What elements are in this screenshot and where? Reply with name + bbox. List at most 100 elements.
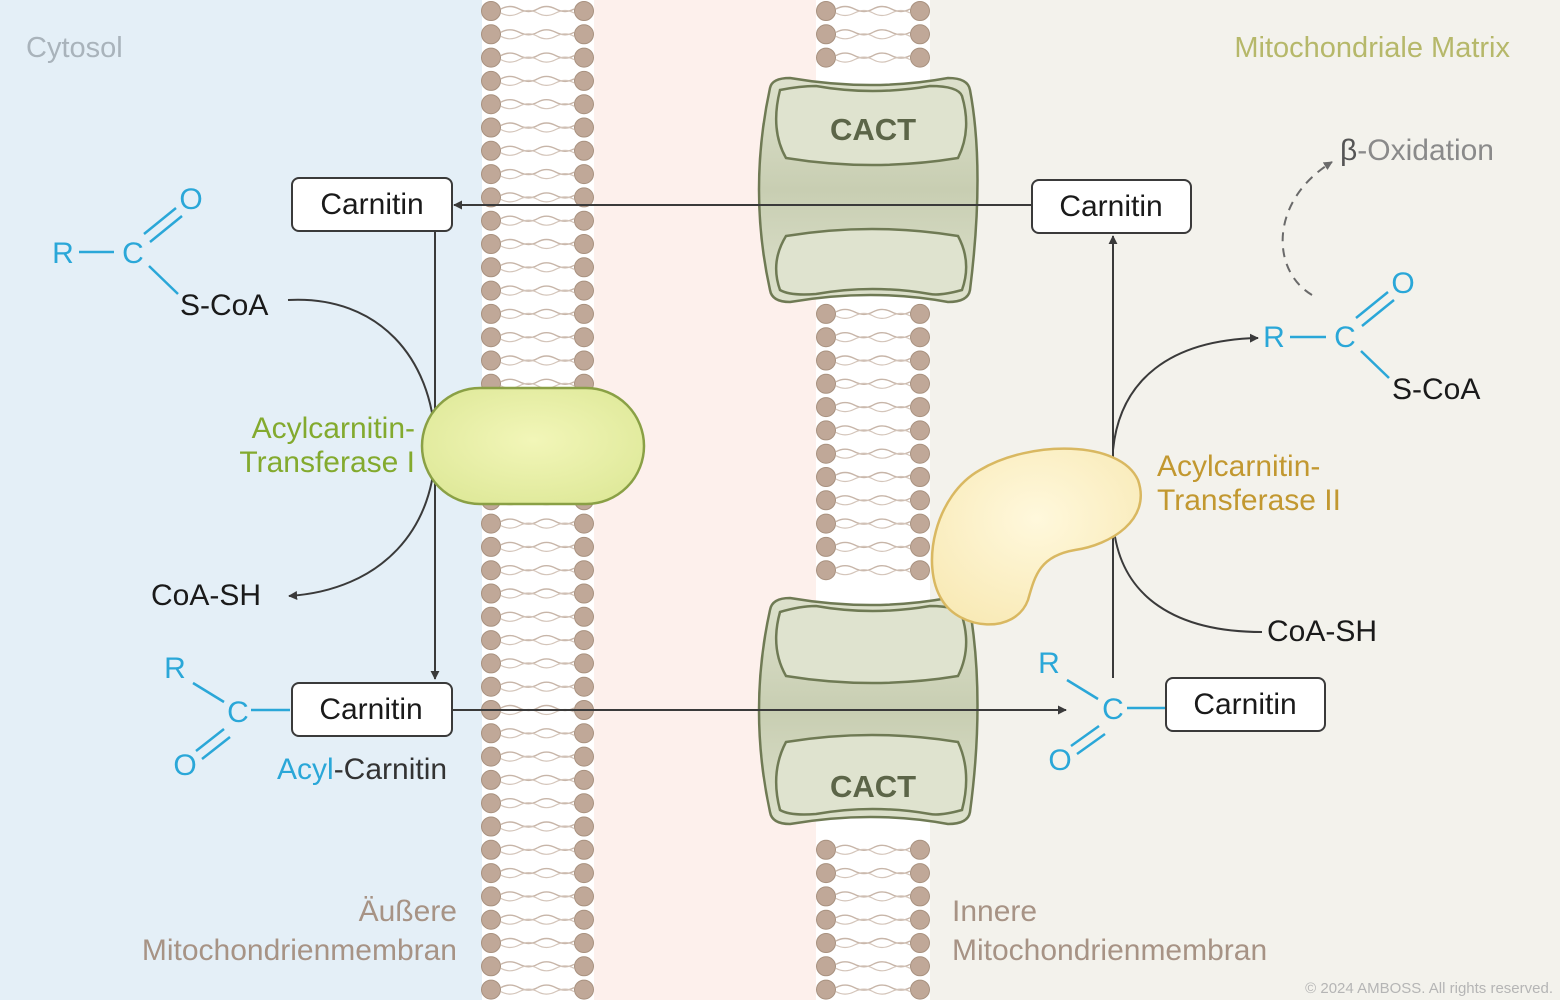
lipid-head bbox=[910, 443, 930, 464]
lipid-head bbox=[481, 956, 501, 977]
cact-transporter-top: CACT bbox=[757, 76, 979, 304]
lipid-head bbox=[574, 793, 594, 814]
coash-cytosol: CoA-SH bbox=[151, 579, 261, 612]
lipid-tail bbox=[500, 755, 538, 762]
lipid-tail bbox=[500, 918, 538, 925]
lipid-head bbox=[910, 933, 930, 953]
lipid-tail bbox=[537, 988, 575, 995]
lipid-head bbox=[910, 886, 930, 907]
lipid-head bbox=[816, 397, 836, 418]
carnitin-box-cytosol-bottom: Carnitin bbox=[291, 682, 453, 737]
lipid-head bbox=[816, 886, 836, 907]
lipid-tail bbox=[835, 33, 874, 40]
lipid-head bbox=[481, 1, 501, 21]
lipid-tail bbox=[500, 56, 538, 63]
carnitin-part: -Carnitin bbox=[334, 753, 447, 786]
lipid-tail bbox=[500, 289, 538, 296]
lipid-head bbox=[481, 746, 501, 767]
lipid-head bbox=[910, 560, 930, 581]
lipid-tail bbox=[537, 778, 575, 785]
lipid-tail bbox=[500, 778, 538, 785]
lipid-head bbox=[816, 443, 836, 464]
cytosol-region bbox=[0, 0, 482, 1000]
lipid-tail bbox=[537, 242, 575, 250]
lipid-head bbox=[574, 24, 594, 45]
lipid-tail bbox=[872, 872, 911, 879]
beta-oxidation-arrow bbox=[1281, 161, 1333, 296]
lipid-tail bbox=[500, 941, 538, 949]
lipid-tail bbox=[500, 569, 538, 576]
lipid-head bbox=[481, 536, 501, 557]
lipid-tail bbox=[872, 965, 911, 972]
lipid-head bbox=[910, 956, 930, 977]
lipid-head bbox=[816, 420, 836, 441]
lipid-head bbox=[574, 280, 594, 301]
lipid-head bbox=[816, 1, 836, 21]
lipid-head bbox=[816, 956, 836, 977]
scoa-group: S-CoA bbox=[1392, 373, 1480, 406]
lipid-head bbox=[481, 513, 501, 534]
lipid-head bbox=[574, 47, 594, 68]
r-atom: R bbox=[164, 652, 186, 685]
lipid-tail bbox=[872, 56, 911, 63]
lipid-tail bbox=[537, 662, 575, 669]
lipid-head bbox=[574, 327, 594, 348]
lipid-tail bbox=[500, 312, 538, 319]
lipid-head bbox=[481, 769, 501, 790]
lipid-head bbox=[574, 210, 594, 231]
lipid-head bbox=[816, 536, 836, 557]
o-atom: O bbox=[1391, 267, 1414, 300]
lipid-head bbox=[481, 653, 501, 674]
lipid-tail bbox=[500, 149, 538, 156]
beta-symbol: β bbox=[1340, 134, 1357, 167]
lipid-head bbox=[481, 816, 501, 837]
lipid-tail bbox=[500, 988, 538, 995]
acyl-part: Acyl bbox=[277, 753, 334, 786]
lipid-tail bbox=[537, 918, 575, 925]
lipid-head bbox=[816, 467, 836, 487]
lipid-head bbox=[481, 187, 501, 208]
lipid-tail bbox=[537, 126, 575, 133]
lipid-tail bbox=[835, 918, 874, 925]
lipid-tail bbox=[835, 475, 874, 483]
cytosol-label: Cytosol bbox=[26, 32, 123, 64]
lipid-tail bbox=[872, 312, 911, 319]
lipid-head bbox=[574, 863, 594, 884]
lipid-head bbox=[481, 350, 501, 371]
lipid-head bbox=[481, 863, 501, 884]
lipid-head bbox=[574, 886, 594, 907]
lipid-tail bbox=[537, 895, 575, 902]
lipid-head bbox=[481, 94, 501, 115]
lipid-tail bbox=[835, 429, 874, 436]
lipid-tail bbox=[872, 406, 911, 413]
lipid-tail bbox=[500, 9, 538, 17]
lipid-head bbox=[481, 909, 501, 930]
cact-top-label: CACT bbox=[830, 112, 916, 147]
lipid-head bbox=[481, 257, 501, 278]
lipid-tail bbox=[537, 639, 575, 646]
lipid-tail bbox=[537, 872, 575, 879]
lipid-tail bbox=[537, 545, 575, 552]
lipid-head bbox=[910, 327, 930, 348]
lipid-tail bbox=[500, 802, 538, 809]
lipid-head bbox=[816, 373, 836, 394]
cpt2-reaction-curve-in bbox=[1112, 519, 1263, 633]
lipid-tail bbox=[872, 9, 911, 17]
lipid-tail bbox=[500, 103, 538, 110]
lipid-head bbox=[574, 723, 594, 744]
coash-matrix: CoA-SH bbox=[1267, 615, 1377, 648]
cpt2-reaction-curve-out bbox=[1112, 333, 1259, 451]
lipid-head bbox=[574, 560, 594, 581]
o-atom: O bbox=[173, 749, 196, 782]
lipid-tail bbox=[537, 755, 575, 762]
lipid-head bbox=[910, 863, 930, 884]
lipid-head bbox=[574, 257, 594, 278]
lipid-head bbox=[481, 280, 501, 301]
lipid-tail bbox=[500, 196, 538, 203]
lipid-tail bbox=[500, 173, 538, 180]
lipid-tail bbox=[500, 545, 538, 552]
lipid-tail bbox=[537, 79, 575, 86]
lipid-tail bbox=[500, 615, 538, 622]
lipid-tail bbox=[872, 499, 911, 506]
